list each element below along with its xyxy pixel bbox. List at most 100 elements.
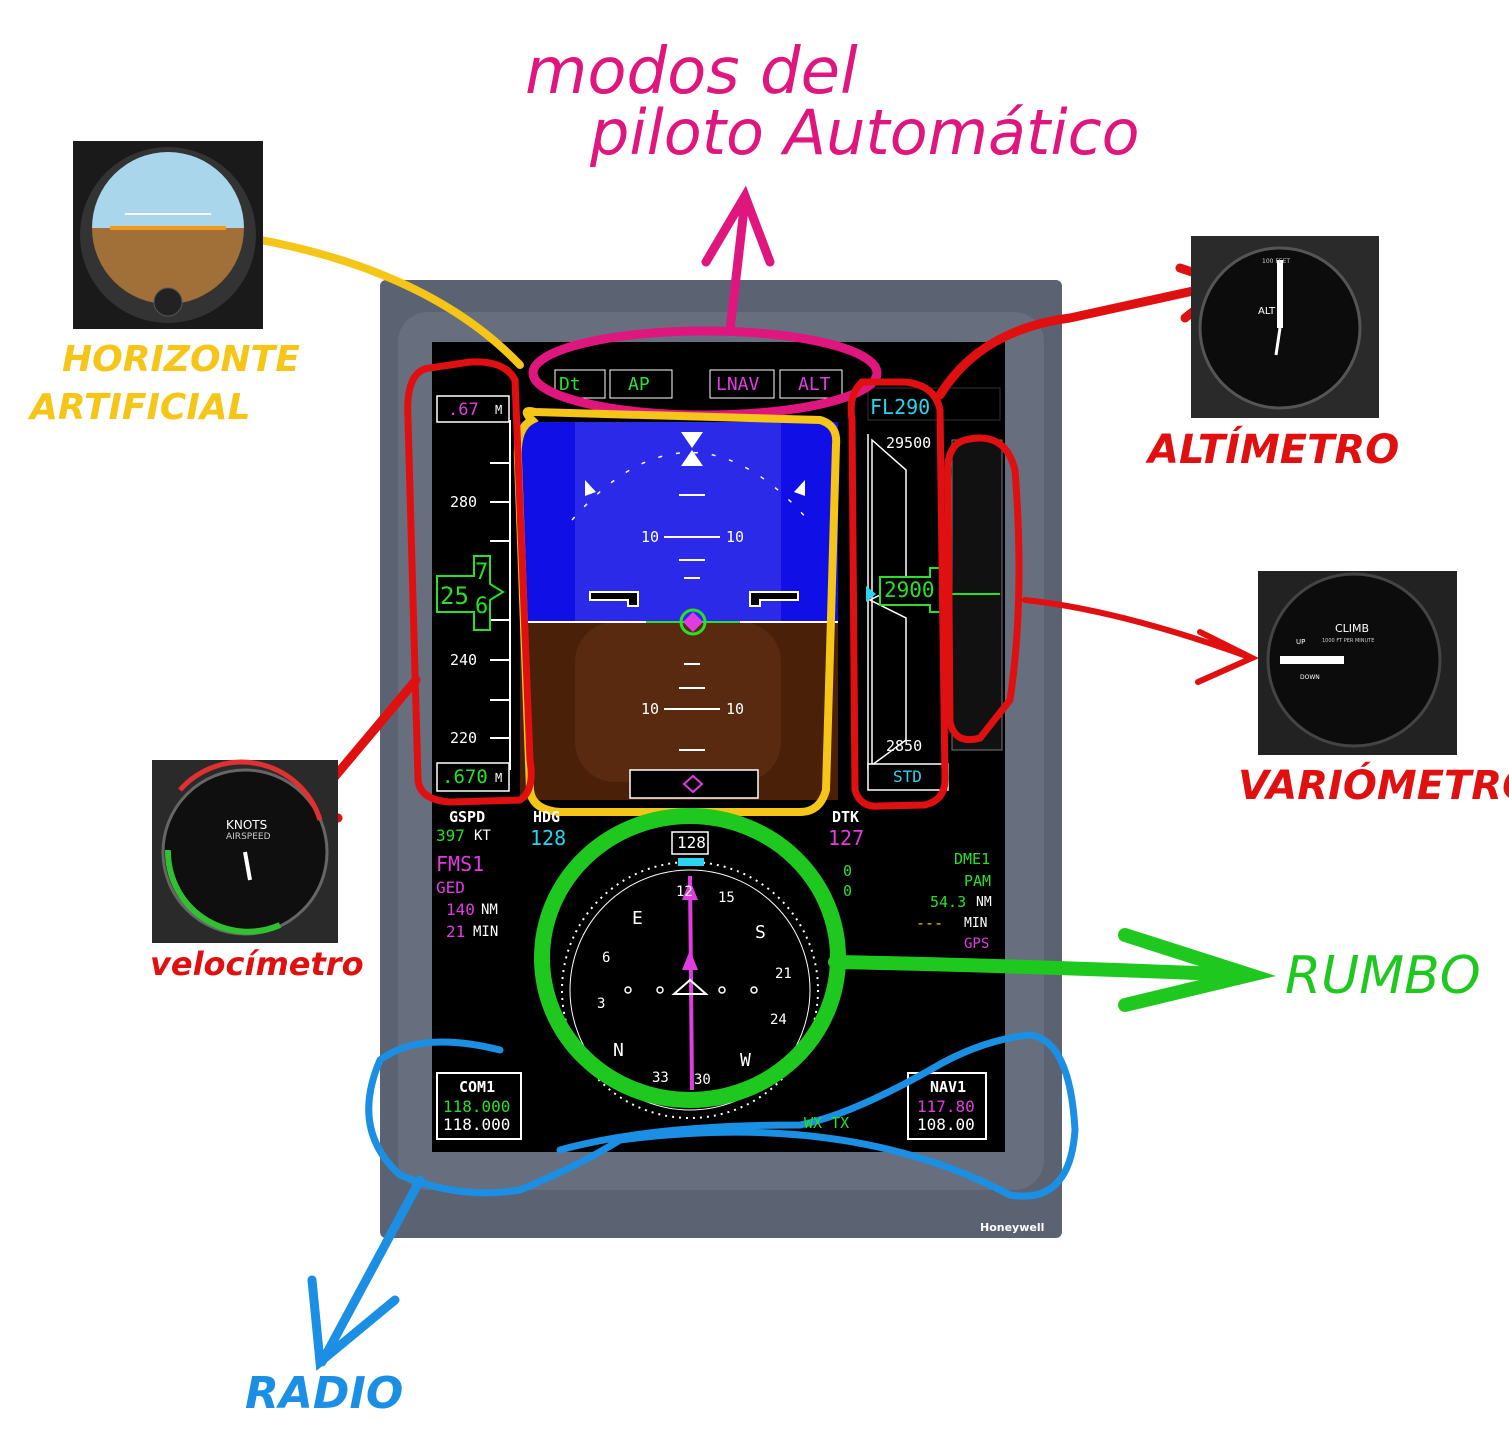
altitude-tick-top: 29500 (886, 434, 932, 452)
aircraft-symbol-left (589, 591, 639, 607)
hsi-compass (561, 831, 819, 1119)
waypoint-distance-unit: NM (481, 902, 498, 918)
dtk-value: 127 (828, 826, 865, 850)
attitude-label-line2: ARTIFICIAL (30, 387, 251, 428)
mach-current-unit: M (495, 771, 503, 785)
pitch-label: 10 (641, 700, 660, 718)
speed-tick-240: 240 (450, 651, 478, 669)
pitch-label: 10 (726, 700, 745, 718)
compass-label: E (632, 908, 643, 929)
mach-target: .67 (448, 400, 479, 420)
speed-readout: 25 (440, 582, 469, 610)
hdg-value: 128 (530, 826, 567, 850)
vsi-face-unit: 1000 FT PER MINUTE (1322, 638, 1375, 644)
airspeed-photo (152, 759, 338, 943)
ground-inner (575, 622, 781, 782)
fms-source: FMS1 (436, 852, 485, 876)
vsi-label: VARIÓMETRO (1238, 763, 1509, 809)
altitude-select: FL290 (870, 395, 931, 419)
sky-inner (575, 422, 781, 622)
mode-annunciator-bar (554, 369, 843, 399)
gspd-value: 397 (436, 826, 465, 845)
weather-radar-status: WX TX (804, 1114, 850, 1132)
dme-distance-unit: NM (976, 895, 992, 910)
altitude-tick-bottom: 2850 (886, 737, 923, 755)
asi-face-text: AIRSPEED (226, 832, 271, 842)
altimeter-face-text: ALT (1258, 306, 1276, 317)
mode-vertical: ALT (798, 374, 831, 395)
waypoint-time: 21 (446, 922, 466, 941)
dme-label: DME1 (954, 850, 991, 868)
dtk-label: DTK (832, 808, 860, 826)
airspeed-label: velocímetro (150, 945, 364, 983)
mach-current-box (436, 762, 510, 792)
com1-active[interactable]: 118.000 (443, 1097, 511, 1116)
vsi-photo (1258, 571, 1457, 755)
wind-component-2: 0 (843, 882, 853, 900)
vsi-arrow (1022, 597, 1260, 685)
aircraft-symbol-right (749, 591, 799, 607)
wind-component-1: 0 (843, 862, 853, 880)
mode-lateral: LNAV (716, 374, 760, 395)
compass-label: 3 (597, 996, 606, 1012)
flight-director (683, 612, 703, 632)
compass-label: N (613, 1040, 624, 1061)
pitch-label: 10 (726, 528, 745, 546)
vsi-highlight (944, 434, 1023, 744)
speed-digit-top: 7 (475, 560, 489, 585)
attitude-indicator-photo (73, 141, 263, 329)
nav1-box (907, 1072, 987, 1140)
radio-highlight (365, 1031, 1079, 1200)
radio-arrow (307, 1175, 425, 1371)
mach-target-box (436, 395, 510, 423)
airspeed-highlight (404, 358, 535, 806)
mode-autopilot: AP (628, 374, 650, 395)
asi-face-text: KNOTS (226, 818, 268, 832)
gspd-unit: KT (474, 828, 491, 844)
nav1-label: NAV1 (930, 1078, 967, 1096)
brand-logo: Honeywell (980, 1221, 1045, 1234)
hdg-label: HDG (533, 808, 561, 826)
compass-label: S (755, 922, 766, 943)
waypoint-id: GED (436, 878, 465, 897)
nav1-standby[interactable]: 108.00 (917, 1115, 975, 1134)
altimeter-arrow (935, 263, 1238, 400)
dme-distance: 54.3 (930, 893, 967, 911)
radio-label: RADIO (245, 1368, 404, 1419)
compass-label: 30 (694, 1072, 711, 1088)
com1-label: COM1 (459, 1078, 496, 1096)
autopilot-label-line2: piloto Automático (590, 96, 1140, 169)
altimeter-face-unit: 100 FEET (1262, 258, 1291, 265)
compass-label: 6 (602, 950, 611, 966)
altimeter-photo (1191, 236, 1379, 418)
altimeter-highlight (847, 378, 949, 810)
aircraft-symbol (671, 978, 709, 995)
airspeed-tape (436, 395, 511, 792)
speed-tick-220: 220 (450, 729, 478, 747)
nav1-active[interactable]: 117.80 (917, 1097, 975, 1116)
speed-tick-280: 280 (450, 493, 478, 511)
waypoint-time-unit: MIN (473, 924, 499, 940)
com1-standby[interactable]: 118.000 (443, 1115, 511, 1134)
speed-readout-box (436, 555, 505, 631)
vsi-face-text: CLIMB (1335, 622, 1370, 635)
dme-station: PAM (964, 872, 992, 890)
slip-indicator (629, 769, 759, 799)
heading-box (671, 831, 709, 855)
gspd-label: GSPD (449, 808, 486, 826)
roll-arc (571, 451, 809, 521)
altitude-readout: 2900 (884, 578, 935, 602)
mach-target-unit: M (495, 403, 503, 417)
compass-label: 24 (770, 1012, 787, 1028)
autopilot-arrow (701, 185, 775, 335)
compass-label: 33 (652, 1070, 669, 1086)
roll-pointer (681, 450, 703, 466)
vsi-face-down: DOWN (1300, 674, 1320, 681)
heading-box-value: 128 (677, 833, 706, 852)
autopilot-label-line1: modos del (525, 35, 858, 109)
roll-mark-left (585, 480, 596, 496)
roll-pointer-top (681, 432, 703, 448)
flight-path-vector (679, 608, 707, 636)
heading-arrow (828, 928, 1276, 1012)
